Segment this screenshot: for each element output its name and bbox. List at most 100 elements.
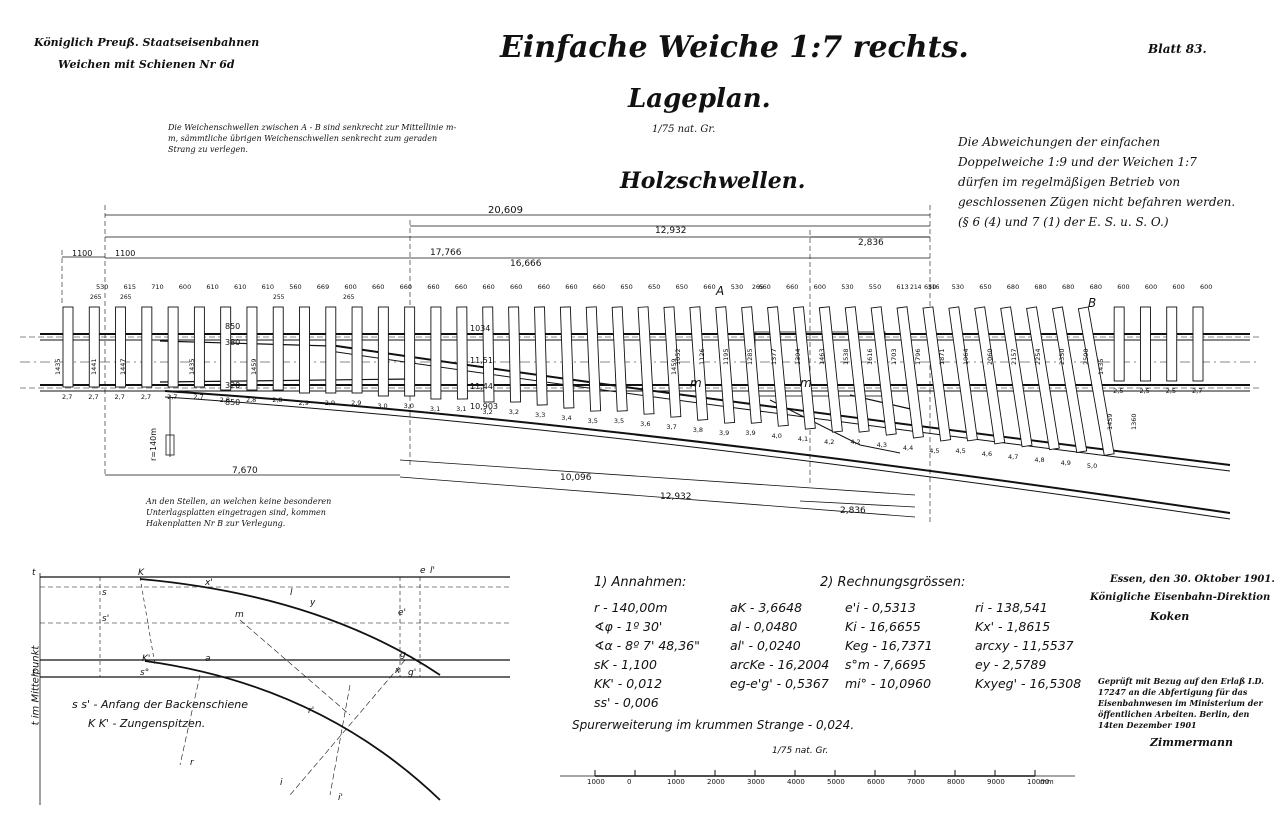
scale-tick-label: 4000: [787, 778, 805, 786]
detail-point-label: m: [235, 610, 244, 620]
sleeper-spacing-small: 255: [273, 294, 285, 301]
sleeper-spacing-label: 680: [1090, 283, 1102, 291]
sleeper: [1166, 306, 1178, 382]
gauge-mark: 1459: [250, 358, 258, 375]
offset-label: 1195: [722, 348, 730, 365]
dimension-label: 10,096: [560, 473, 592, 483]
sleeper-note: Die Weichenschwellen zwischen A - B sind…: [168, 123, 457, 154]
sleeper: [767, 306, 789, 427]
sleeper: [1192, 306, 1204, 382]
sleeper-length-label: 4,3: [877, 441, 887, 449]
sleeper-length-label: 3,8: [693, 426, 703, 434]
detail-point-label: i': [338, 793, 343, 803]
sleeper-length-label: 3,1: [456, 405, 466, 413]
dimension-overall: 20,609: [488, 205, 523, 216]
detail-point-label: e': [398, 608, 406, 618]
offset-label: 1360: [1130, 413, 1138, 430]
sleeper-spacing-label: 660: [510, 283, 522, 291]
sleeper-length-label: 2,5: [1166, 387, 1176, 395]
title-scale: 1/75 nat. Gr.: [652, 124, 716, 135]
offset-label: 1871: [938, 348, 946, 365]
offset-label: 2254: [1034, 348, 1042, 365]
sleeper: [611, 306, 628, 412]
sleeper-spacing-label: 650: [924, 283, 936, 291]
detail-point-label: x: [394, 666, 401, 676]
calc-row-col3: ri - 138,541: [975, 600, 1048, 615]
detail-point-label: e: [420, 566, 426, 576]
sleeper-length-label: 4,8: [1034, 456, 1044, 464]
sleeper: [115, 306, 127, 388]
sleeper-length-label: 2,8: [272, 396, 282, 404]
detail-legend-2: K K' - Zungenspitzen.: [88, 717, 206, 730]
scale-tick-label: 1000: [587, 778, 605, 786]
sleeper-length-label: 4,2: [824, 438, 834, 446]
sleeper-spacing-label: 660: [455, 283, 467, 291]
sleeper: [456, 306, 468, 400]
sleeper-spacing-label: 615: [124, 283, 136, 291]
sleeper-spacing-label: 669: [317, 283, 329, 291]
authority: Königliche Eisenbahn-Direktion: [1090, 592, 1271, 603]
approval-note: Geprüft mit Bezug auf den Erlaß I.D. 172…: [1098, 676, 1264, 730]
sleeper-length-label: 4,9: [1061, 459, 1071, 467]
rail-offset-label: 320: [225, 381, 240, 390]
sleeper-length-label: 2,9: [299, 399, 309, 407]
sleeper-length-label: 2,9: [325, 399, 335, 407]
calc-row-col2: Ki - 16,6655: [845, 619, 921, 634]
sleeper-spacing-label: 530: [96, 283, 108, 291]
assumption-row: ∢φ - 1º 30': [594, 619, 663, 634]
sleeper-spacing-label: 600: [1172, 283, 1184, 291]
sleeper-length-label: 2,5: [1139, 387, 1149, 395]
gauge-mark: 1441: [90, 358, 98, 375]
sleeper-length-label: 3,0: [377, 402, 387, 410]
sleeper-spacing-label: 600: [1117, 283, 1129, 291]
dimension-label: 12,932: [655, 226, 687, 236]
place-date: Essen, den 30. Oktober 1901.: [1110, 574, 1275, 585]
calc-row-col1: eg-e'g' - 0,5367: [730, 676, 829, 691]
sleeper-length-label: 5,0: [1087, 462, 1097, 470]
sleeper-length-label: 3,3: [535, 411, 545, 419]
sleeper-spacing-label: 600: [1200, 283, 1212, 291]
sleeper: [741, 306, 762, 424]
sleeper: [430, 306, 442, 400]
assumption-row: ss' - 0,006: [594, 695, 659, 710]
sleeper-length-label: 3,5: [588, 417, 598, 425]
calc-row-col2: mi° - 10,0960: [845, 676, 932, 691]
gauge-mark: 1435: [1097, 358, 1105, 375]
offset-label: 1377: [770, 348, 778, 365]
sleeper: [792, 306, 816, 430]
sleeper-spacing-label: 680: [1007, 283, 1019, 291]
sleeper-length-label: 4,2: [850, 438, 860, 446]
sleeper-spacing-label: 660: [593, 283, 605, 291]
sleeper-length-label: 2,7: [141, 393, 151, 401]
sleeper: [325, 306, 337, 394]
gauge-mark: 1435: [188, 358, 196, 375]
page-subtitle: Lageplan.: [628, 84, 771, 114]
handwritten-note: Die Abweichungen der einfachen Doppelwei…: [958, 135, 1236, 229]
sleeper: [534, 306, 548, 406]
scale-tick-label: 7000: [907, 778, 925, 786]
sleeper-spacing-label: 650: [620, 283, 632, 291]
sleeper: [1139, 306, 1151, 382]
sleeper-length-label: 3,2: [482, 408, 492, 416]
sleeper-spacing-label: 660: [565, 283, 577, 291]
sleeper-spacing-label: 650: [676, 283, 688, 291]
calc-row-col1: arcKe - 16,2004: [730, 657, 830, 672]
radius-label: r=140m: [149, 428, 158, 461]
calc-row-col3: ey - 2,5789: [975, 657, 1047, 672]
rail-offset-label: 850: [225, 322, 240, 331]
sleeper-spacing-label: 530: [731, 283, 743, 291]
offset-label: 1616: [866, 348, 874, 365]
calc-row-col3: arcxy - 11,5537: [975, 638, 1074, 653]
sleeper: [1051, 306, 1088, 454]
sleeper-spacing-label: 660: [427, 283, 439, 291]
gauge-mark: 1435: [54, 358, 62, 375]
sleeper-spacing-label: 650: [979, 283, 991, 291]
sleeper: [299, 306, 310, 394]
offset-label: 1538: [842, 348, 850, 365]
sleeper-spacing-label: 650: [648, 283, 660, 291]
scale-tick-label: 3000: [747, 778, 765, 786]
sleeper-spacing-small: 316: [928, 284, 940, 291]
sleeper-length-label: 2,7: [1192, 387, 1202, 395]
sleeper-spacing-small: 265: [90, 294, 102, 301]
